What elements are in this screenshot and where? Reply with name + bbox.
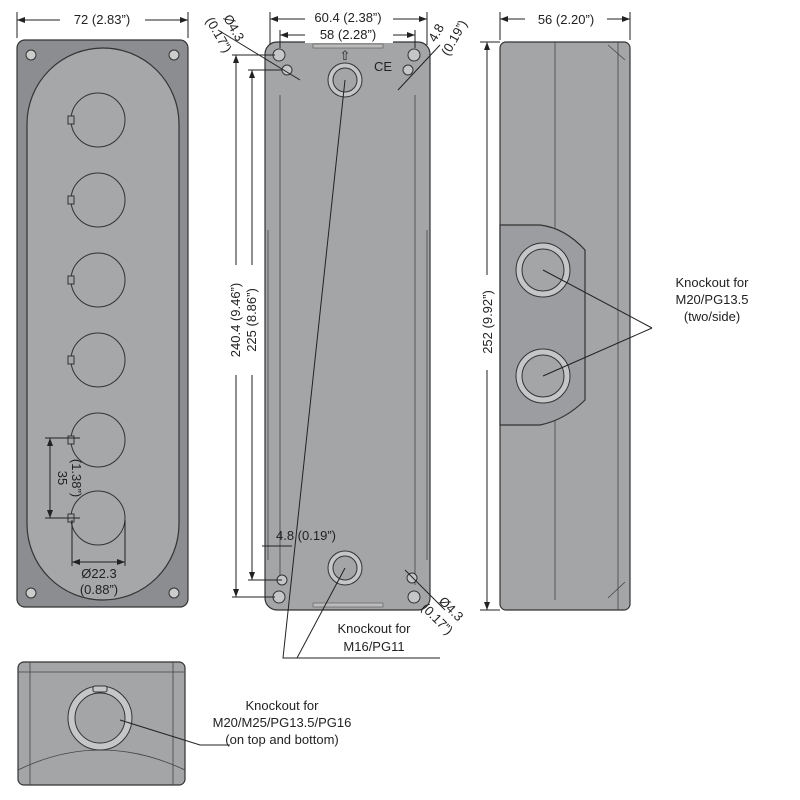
- bottom-knockout-label-3: (on top and bottom): [225, 732, 338, 747]
- side-knockout-label-3: (two/side): [684, 309, 740, 324]
- pitch-dim-in: (1.38”): [69, 459, 84, 497]
- hole-dim-mm: Ø22.3: [81, 566, 116, 581]
- pitch-dim-mm: 35: [55, 471, 70, 485]
- bottom-knockout-label-2: M20/M25/PG13.5/PG16: [213, 715, 352, 730]
- pushbutton-hole: [70, 332, 126, 388]
- side-height-dim: 252 (9.92”): [480, 290, 495, 354]
- outer-width-dim: 60.4 (2.38”): [314, 10, 381, 25]
- hole-key-notch: [67, 275, 75, 285]
- bottom-knockout-label-1: Knockout for: [246, 698, 320, 713]
- outer-height-dim: 240.4 (9.46”): [228, 283, 243, 357]
- bottom-view: Knockout for M20/M25/PG13.5/PG16 (on top…: [17, 661, 352, 786]
- hole-key-notch: [67, 115, 75, 125]
- side-view: 56 (2.20”) 252 (9.92”) Knockout for M20/…: [479, 10, 750, 611]
- offset-bottom-dim: 4.8 (0.19”): [276, 528, 336, 543]
- hole-key-notch: [67, 195, 75, 205]
- inner-height-dim: 225 (8.86”): [244, 288, 259, 352]
- back-view: ⇧ CE 60.4 (2.38”) 58 (2.28”) Ø4.3 (0.17”…: [203, 9, 470, 659]
- pushbutton-hole: [70, 172, 126, 228]
- side-knockout-label-1: Knockout for: [676, 275, 750, 290]
- back-knockout-label-1: Knockout for: [338, 621, 412, 636]
- pushbutton-hole: [70, 92, 126, 148]
- front-view: 72 (2.83”) 35 (1.38”) Ø22.3 (0.88”): [16, 10, 189, 608]
- hole-key-notch: [67, 435, 75, 445]
- hole-key-notch: [67, 355, 75, 365]
- ce-mark: CE: [374, 59, 392, 74]
- inner-width-dim: 58 (2.28”): [320, 27, 376, 42]
- pushbutton-hole: [70, 252, 126, 308]
- front-width-dim: 72 (2.83”): [74, 12, 130, 27]
- offset-top-in: (0.19”): [438, 17, 470, 58]
- arrow-mark: ⇧: [340, 48, 351, 63]
- hole-dim-in: (0.88”): [80, 582, 118, 597]
- side-knockout-label-2: M20/PG13.5: [676, 292, 749, 307]
- back-knockout-label-2: M16/PG11: [343, 639, 404, 654]
- side-width-dim: 56 (2.20”): [538, 12, 594, 27]
